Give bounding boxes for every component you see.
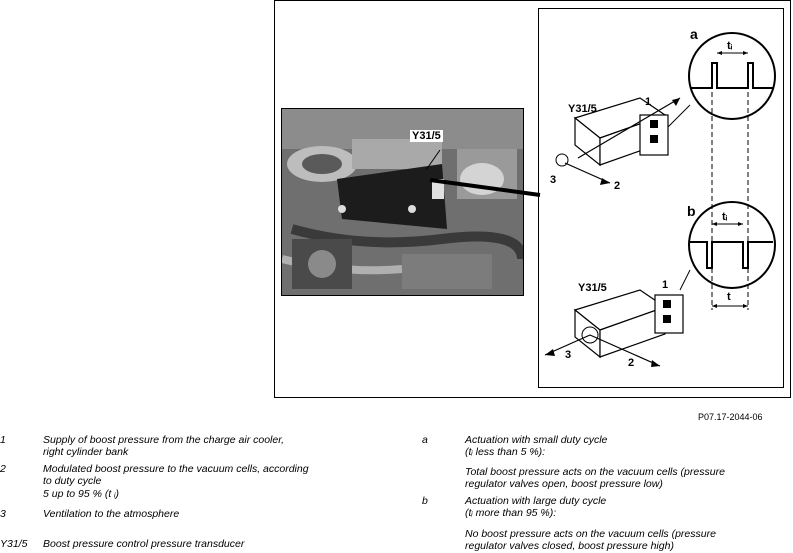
legend-key: a <box>422 434 428 446</box>
legend-text: to duty cycle <box>43 475 102 487</box>
valve-bottom-label: Y31/5 <box>578 282 607 294</box>
legend-key: Y31/5 <box>0 538 28 550</box>
legend-key: 2 <box>0 463 6 475</box>
legend-text: right cylinder bank <box>43 446 129 458</box>
panel-label-b: b <box>687 203 696 219</box>
legend-note: Total boost pressure acts on the vacuum … <box>465 466 725 478</box>
valve-top <box>555 97 681 185</box>
valve-bottom <box>544 289 684 367</box>
photo-leader-line <box>429 178 541 197</box>
legend-key: 3 <box>0 508 6 520</box>
port-1-bottom: 1 <box>662 279 669 291</box>
valve-top-label: Y31/5 <box>568 103 597 115</box>
legend-text: Boost pressure control pressure transduc… <box>43 538 245 550</box>
port-3-top: 3 <box>550 174 557 186</box>
legend-key: b <box>422 495 428 507</box>
waveform-circle-a <box>688 32 776 120</box>
ti-label-b: tᵢ <box>722 211 728 223</box>
ti-label-a: tᵢ <box>727 40 733 52</box>
figure-reference: P07.17-2044-06 <box>698 412 763 422</box>
legend-text: 5 up to 95 % (t ᵢ) <box>43 488 120 500</box>
legend-key: 1 <box>0 434 6 446</box>
waveform-circle-b <box>688 201 776 289</box>
legend-note: regulator valves closed, boost pressure … <box>465 540 674 552</box>
photo-label-leader <box>425 149 441 171</box>
waveform-a <box>690 62 773 89</box>
port-1-top: 1 <box>645 96 652 108</box>
legend-text: Modulated boost pressure to the vacuum c… <box>43 463 309 475</box>
t-label: t <box>727 291 731 303</box>
legend-text: (tᵢ more than 95 %): <box>465 507 557 519</box>
legend-text: Ventilation to the atmosphere <box>43 508 180 520</box>
engine-photo-drawing <box>282 109 523 295</box>
port-2-bottom: 2 <box>628 357 635 369</box>
legend-text: Actuation with small duty cycle <box>465 434 608 446</box>
legend-text: Actuation with large duty cycle <box>465 495 607 507</box>
legend-text: (tᵢ less than 5 %): <box>465 446 546 458</box>
photo-label-y31-5: Y31/5 <box>410 130 443 142</box>
port-2-top: 2 <box>614 180 621 192</box>
port-3-bottom: 3 <box>565 349 572 361</box>
pointer-a <box>664 104 691 131</box>
legend-note: No boost pressure acts on the vacuum cel… <box>465 528 716 540</box>
panel-label-a: a <box>690 26 698 42</box>
legend-note: regulator valves open, boost pressure lo… <box>465 478 663 490</box>
legend-text: Supply of boost pressure from the charge… <box>43 434 285 446</box>
pointer-b <box>679 269 691 291</box>
engine-photo: Y31/5 <box>281 108 524 296</box>
